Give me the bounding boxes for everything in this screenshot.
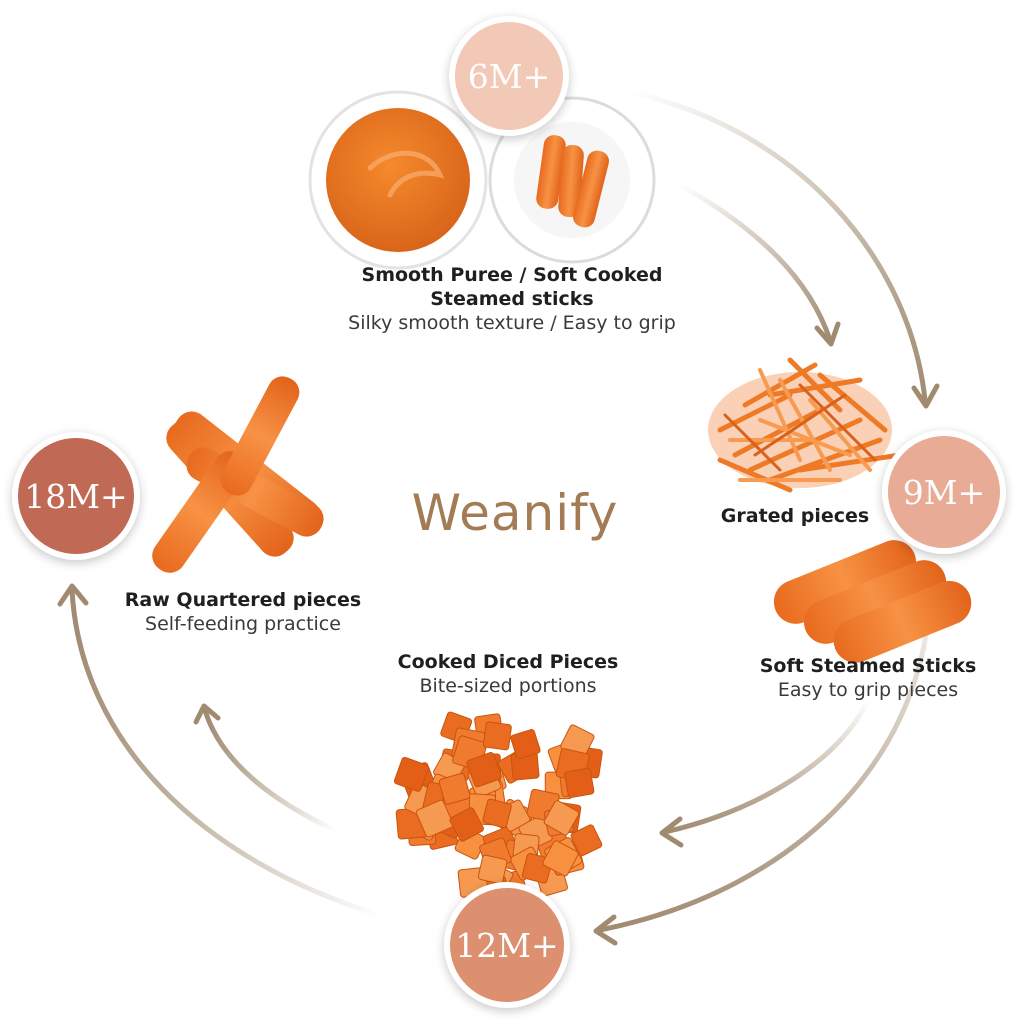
label-18m-title: Raw Quartered pieces [124, 589, 362, 611]
arrowhead-9m-to-diced [659, 816, 684, 848]
age-badge-12m: 12M+ [444, 882, 570, 1008]
arrowhead-12m-to-18m [57, 583, 89, 607]
arrow-9m-to-12m [597, 557, 933, 933]
label-grated-title: Grated pieces [720, 505, 870, 527]
carrot-cube [415, 799, 454, 838]
label-12m: Cooked Diced Pieces Bite-sized portions [370, 650, 646, 698]
carrot-cube [482, 798, 512, 829]
label-soft-steamed-subtitle: Easy to grip pieces [777, 679, 959, 701]
arrow-6m-to-9m [627, 89, 928, 403]
label-6m-title-line2: Steamed sticks [430, 288, 594, 310]
label-6m-subtitle: Silky smooth texture / Easy to grip [348, 312, 676, 334]
soft-steamed-sticks-image [773, 540, 972, 663]
cooked-diced-pieces-image [393, 711, 603, 904]
label-grated: Grated pieces [700, 504, 890, 528]
steamed-sticks-plate-image [488, 96, 656, 264]
raw-quartered-pieces-image [152, 376, 324, 573]
carrot-cube [393, 756, 429, 792]
carrot-cube [564, 767, 595, 798]
carrot-cube [510, 729, 541, 760]
label-12m-subtitle: Bite-sized portions [419, 675, 597, 697]
age-badge-6m: 6M+ [449, 16, 569, 136]
label-18m-subtitle: Self-feeding practice [145, 613, 341, 635]
arrowhead-diced-to-raw [193, 703, 221, 725]
carrot-cube [466, 752, 502, 788]
label-6m: Smooth Puree / Soft Cooked Steamed stick… [292, 263, 732, 335]
arrowhead-6m-to-grated [814, 321, 841, 347]
label-18m: Raw Quartered pieces Self-feeding practi… [100, 588, 386, 636]
carrot-cube [449, 807, 484, 842]
arrow-diced-to-raw [202, 707, 338, 833]
label-6m-title-line1: Smooth Puree / Soft Cooked [361, 264, 663, 286]
puree-bowl-image [308, 90, 488, 270]
arrow-9m-to-diced [662, 697, 871, 835]
label-soft-steamed: Soft Steamed Sticks Easy to grip pieces [730, 654, 1006, 702]
brand-logo: Weanify [411, 484, 619, 542]
label-soft-steamed-title: Soft Steamed Sticks [759, 655, 977, 677]
arrowhead-6m-to-9m [911, 383, 940, 409]
arrowhead-9m-to-12m [593, 914, 618, 946]
label-12m-title: Cooked Diced Pieces [397, 651, 619, 673]
arrow-12m-to-18m [69, 587, 383, 918]
arrow-6m-to-grated [677, 182, 833, 343]
carrot-cube [477, 854, 508, 885]
carrot-cube [438, 772, 471, 805]
carrot-cube [542, 840, 579, 877]
carrot-cube [570, 824, 603, 857]
age-badge-18m: 18M+ [12, 432, 140, 560]
carrot-cube [543, 800, 580, 836]
age-badge-9m: 9M+ [882, 430, 1006, 554]
carrot-cube [482, 721, 512, 751]
grated-carrot-image [708, 357, 903, 493]
